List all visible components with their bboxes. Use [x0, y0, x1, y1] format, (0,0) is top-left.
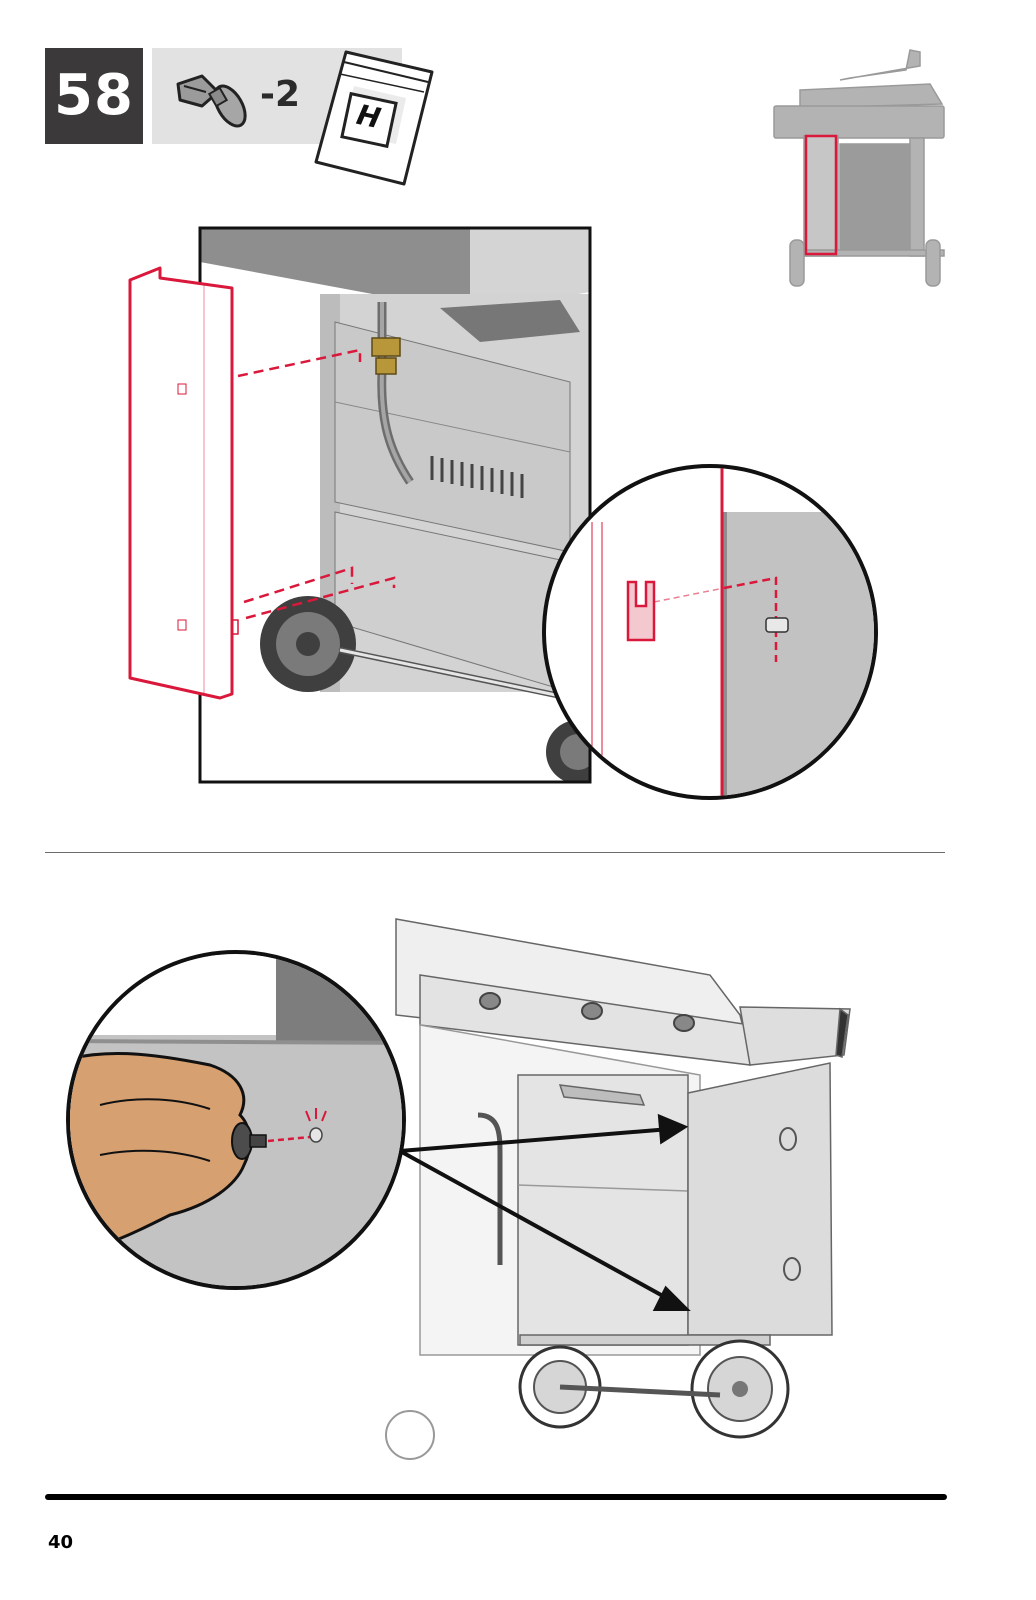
push-pin-fastener-icon: [172, 62, 252, 134]
footer-rule: [45, 1494, 947, 1500]
fastener-install-illustration: [60, 915, 960, 1475]
side-panel-illustration: [120, 222, 880, 812]
page-number: 40: [48, 1532, 73, 1553]
step-number: 58: [45, 48, 143, 144]
section-divider: [45, 852, 945, 853]
part-quantity: -2: [260, 74, 300, 115]
